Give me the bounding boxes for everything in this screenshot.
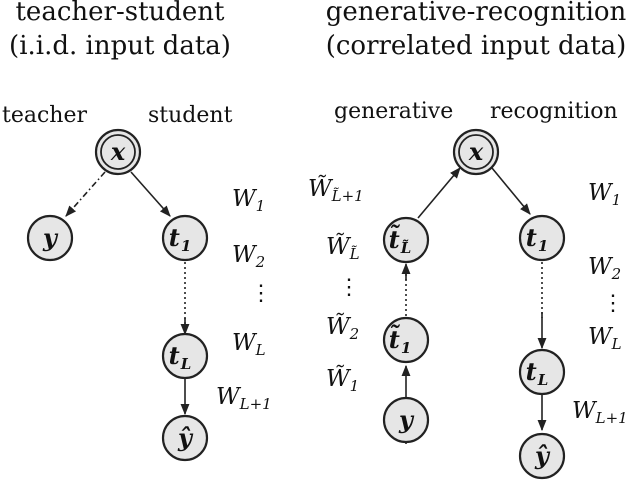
svg-text:ŷ: ŷ <box>177 423 194 452</box>
node-x: x <box>94 128 142 176</box>
node-tLtilde: t̃L̃ <box>382 216 430 264</box>
right-title-line1: generative-recognition <box>326 0 627 27</box>
node-t1-right: t1 <box>518 214 566 262</box>
node-tL-right: tL <box>518 348 566 396</box>
left-vdots: ⋮ <box>250 281 272 306</box>
svg-text:ŷ: ŷ <box>534 441 551 470</box>
svg-text:x: x <box>110 137 126 166</box>
svg-text:tL: tL <box>169 341 192 373</box>
node-yhat: ŷ <box>161 414 209 462</box>
left-title-line2: (i.i.d. input data) <box>9 31 231 61</box>
right-panel: generative-recognition (correlated input… <box>308 0 628 480</box>
weight-wtilde-2: W̃2 <box>326 314 359 343</box>
node-y-right: y <box>382 396 430 444</box>
node-t1: t1 <box>161 214 209 262</box>
svg-text:tL: tL <box>526 357 549 389</box>
right-title-line2: (correlated input data) <box>326 31 627 61</box>
left-title-line1: teacher-student <box>15 0 225 27</box>
rec-vdots: ⋮ <box>602 291 624 316</box>
node-x-right: x <box>452 128 500 176</box>
weight-wL1-right: WL+1 <box>572 398 628 427</box>
weight-wL1: WL+1 <box>216 384 272 413</box>
weight-w1: W1 <box>232 186 265 215</box>
svg-text:t1: t1 <box>526 223 549 255</box>
edge-x-to-t1 <box>491 167 531 215</box>
svg-text:t̃L̃: t̃L̃ <box>389 224 412 257</box>
edge-x-to-t1 <box>130 171 171 217</box>
node-yhat-right: ŷ <box>518 432 566 480</box>
student-label: student <box>148 103 233 128</box>
svg-text:y: y <box>42 223 59 252</box>
edge-x-to-y <box>65 171 106 217</box>
weight-w1-right: W1 <box>588 180 621 209</box>
svg-text:t1: t1 <box>169 223 192 255</box>
node-y: y <box>26 214 74 262</box>
left-panel: teacher-student (i.i.d. input data) teac… <box>2 0 272 462</box>
teacher-label: teacher <box>2 103 87 128</box>
weight-w2-right: W2 <box>588 254 621 283</box>
weight-wL-right: WL <box>588 324 622 353</box>
weight-wtilde-1: W̃1 <box>326 366 359 395</box>
weight-wtilde-top: W̃L̃+1 <box>308 176 364 205</box>
generative-label: generative <box>334 99 453 124</box>
weight-w2: W2 <box>232 242 265 271</box>
recognition-label: recognition <box>490 99 618 124</box>
node-t1tilde: t̃1 <box>382 316 430 364</box>
svg-text:t̃1: t̃1 <box>389 324 412 357</box>
svg-text:x: x <box>468 137 484 166</box>
gen-vdots: ⋮ <box>338 275 360 300</box>
svg-text:y: y <box>398 405 415 434</box>
weight-wL: WL <box>232 330 266 359</box>
weight-wtilde-mid: W̃L̃ <box>326 234 360 263</box>
edge-tLtilde-to-x <box>417 167 461 219</box>
node-tL: tL <box>161 332 209 380</box>
